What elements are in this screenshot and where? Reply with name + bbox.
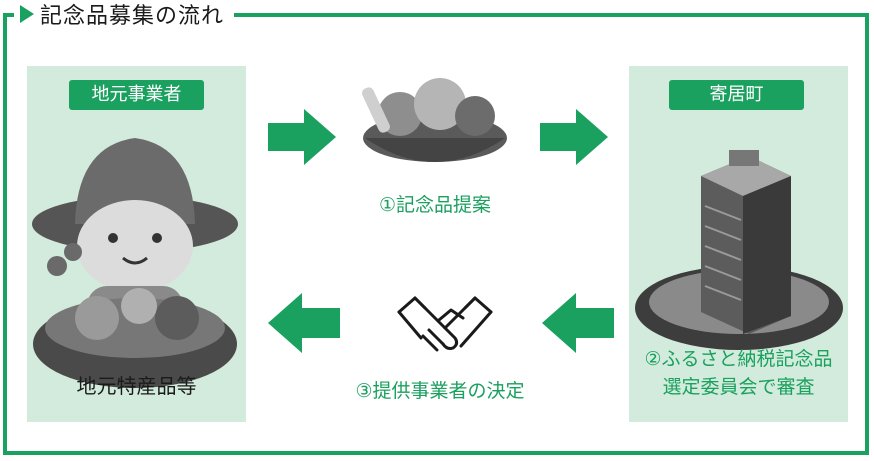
- arrow-left-icon: [542, 293, 614, 353]
- triangle-marker-icon: [20, 5, 34, 23]
- committee-caption-line1: ②ふるさと納税記念品: [644, 348, 833, 370]
- town-hall-building-illustration: [635, 150, 843, 350]
- local-business-badge: 地元事業者: [69, 80, 204, 110]
- arrow-right-icon: [268, 109, 336, 165]
- outer-frame: [3, 13, 869, 455]
- vegetable-basket-illustration: [362, 78, 507, 162]
- arrow-left-icon: [268, 293, 340, 353]
- farmer-illustration: [32, 138, 238, 388]
- step1-proposal-label: ①記念品提案: [378, 194, 492, 216]
- handshake-icon: [397, 296, 493, 352]
- local-specialty-caption: 地元特産品等: [76, 374, 197, 398]
- title-text: 記念品募集の流れ: [40, 4, 225, 29]
- committee-caption-line2: 選定委員会で審査: [662, 376, 815, 398]
- local-business-panel: 地元事業者 地元特産品等: [27, 66, 246, 422]
- step3-decision-label: ③提供事業者の決定: [355, 380, 525, 402]
- arrow-right-icon: [540, 109, 608, 165]
- yorii-town-badge: 寄居町: [669, 80, 804, 110]
- yorii-town-panel: 寄居町 ②ふるさと納税記念品 選定委員会で審査: [629, 66, 848, 422]
- diagram-title: 記念品募集の流れ: [14, 0, 235, 29]
